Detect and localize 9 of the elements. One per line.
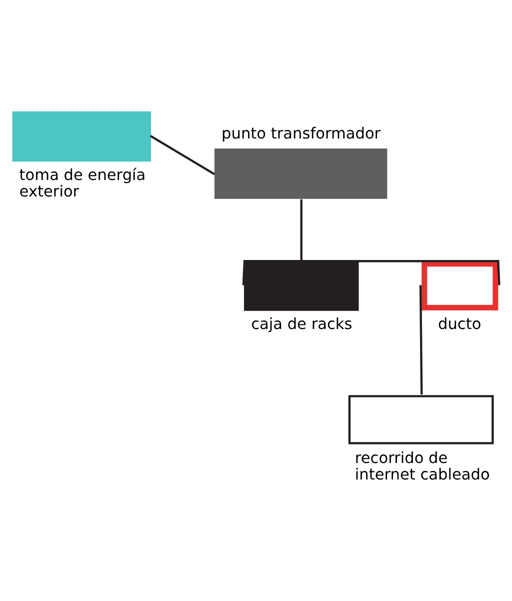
- connector: [300, 199, 302, 262]
- connector: [242, 260, 500, 286]
- node-label: toma de energía exterior: [19, 166, 146, 200]
- node-label: punto transformador: [222, 124, 381, 142]
- node-label: caja de racks: [251, 315, 352, 334]
- node-label: recorrido de internet cableado: [354, 449, 490, 484]
- node-label: ducto: [438, 315, 482, 334]
- connector: [419, 285, 423, 395]
- connector: [150, 135, 216, 176]
